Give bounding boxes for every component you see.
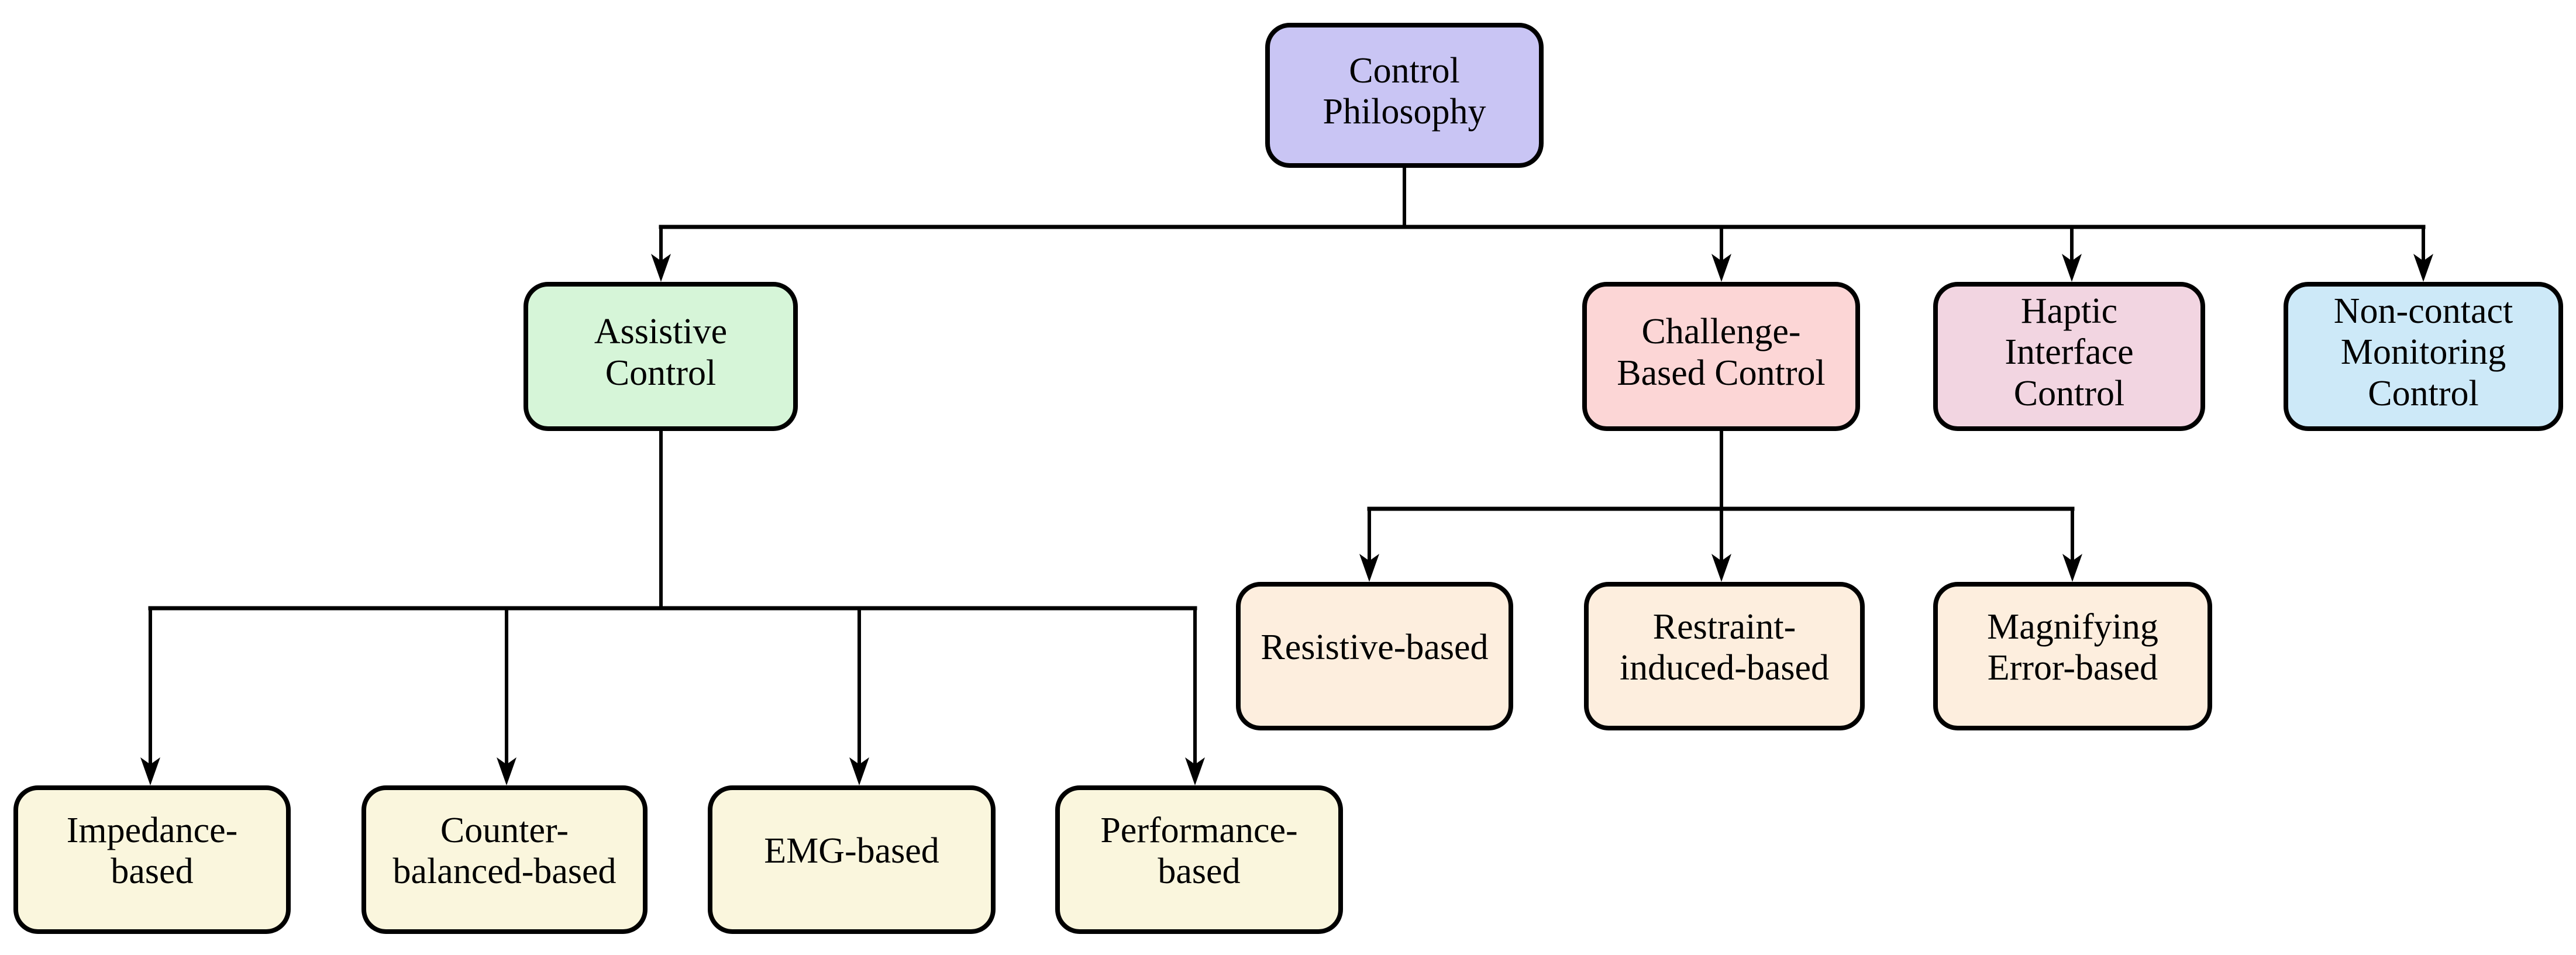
node-label-line: Philosophy — [1323, 92, 1486, 132]
node-label-line: Non-contact — [2333, 291, 2513, 332]
node-label-line: based — [111, 851, 194, 891]
node-label-line: Control — [605, 353, 717, 393]
node-label-line: Performance- — [1100, 810, 1298, 850]
node-label-line: based — [1158, 851, 1241, 891]
node-label-line: balanced-based — [392, 851, 617, 891]
node-label-line: EMG-based — [764, 830, 939, 871]
node-label-line: Impedance- — [66, 810, 238, 850]
node-counter-balanced-based: Counter- balanced-based — [361, 785, 648, 934]
node-label-line: Control — [1349, 50, 1460, 91]
node-label-line: Error-based — [1987, 648, 2158, 688]
node-label-line: Control — [2368, 373, 2479, 413]
arrowhead — [1711, 554, 1731, 582]
node-challenge-based-control: Challenge- Based Control — [1582, 282, 1860, 431]
node-label-line: Resistive-based — [1261, 627, 1489, 667]
arrowhead — [1711, 254, 1731, 282]
arrowhead — [2413, 254, 2433, 282]
arrowhead — [849, 757, 869, 785]
arrowhead — [140, 757, 160, 785]
node-assistive-control: Assistive Control — [524, 282, 798, 431]
node-label-line: Monitoring — [2340, 332, 2506, 373]
node-haptic-interface-control: Haptic Interface Control — [1933, 282, 2205, 431]
node-label-line: Haptic — [2020, 291, 2118, 332]
node-label-line: Control — [2013, 373, 2125, 413]
node-label-line: Counter- — [440, 810, 569, 850]
node-resistive-based: Resistive-based — [1236, 582, 1513, 730]
node-non-contact-monitoring-control: Non-contact Monitoring Control — [2284, 282, 2563, 431]
node-label-line: Challenge- — [1641, 312, 1801, 352]
node-emg-based: EMG-based — [708, 785, 996, 934]
node-magnifying-error-based: Magnifying Error-based — [1933, 582, 2212, 730]
node-control-philosophy: Control Philosophy — [1265, 23, 1544, 168]
node-label-line: Restraint- — [1652, 606, 1796, 647]
arrowhead — [651, 254, 671, 282]
node-impedance-based: Impedance- based — [13, 785, 291, 934]
node-label-line: Assistive — [594, 312, 728, 352]
arrowhead — [1359, 554, 1379, 582]
node-label-line: Magnifying — [1987, 606, 2158, 647]
arrowhead — [1185, 757, 1205, 785]
node-label-line: induced-based — [1619, 648, 1830, 688]
node-label-line: Interface — [2005, 332, 2134, 373]
arrowhead — [497, 757, 516, 785]
arrowhead — [2062, 554, 2082, 582]
node-label-line: Based Control — [1617, 353, 1826, 393]
node-performance-based: Performance- based — [1055, 785, 1343, 934]
node-restraint-induced-based: Restraint- induced-based — [1584, 582, 1865, 730]
arrowhead — [2062, 254, 2082, 282]
